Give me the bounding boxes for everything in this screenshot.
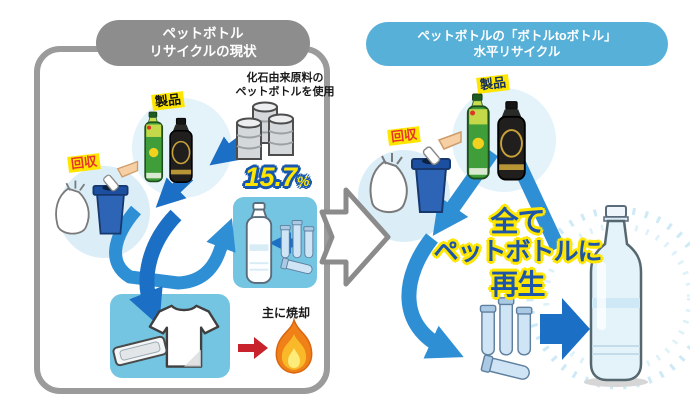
claim-line1: 全て [490, 206, 545, 237]
panel-transition-arrow [319, 187, 391, 287]
right-header-line1: ペットボトルの「ボトルtoボトル」 [417, 28, 617, 43]
preforms-icon-left [279, 220, 315, 276]
incineration-label: 主に焼却 [261, 306, 310, 320]
left-header-line2: リサイクルの現状 [149, 44, 257, 59]
oil-drums-icon [236, 101, 294, 160]
right-header-line2: 水平リサイクル [473, 45, 561, 59]
arrow-preforms-to-bottle [540, 298, 590, 360]
preforms-icon-right [479, 297, 533, 383]
loop-curve-to-preforms [401, 233, 464, 359]
left-panel-header: ペットボトル リサイクルの現状 [96, 20, 310, 66]
claim-line3: 再生 [490, 268, 545, 300]
fossil-note-line2: ペットボトルを使用 [235, 86, 335, 99]
claim-all-recycled: 全て ペットボトルに 再生 [415, 205, 620, 301]
arrow-to-downcycle [129, 209, 182, 327]
red-arrow-icon [238, 337, 268, 359]
left-header-line1: ペットボトル [162, 26, 244, 42]
fossil-note-line1: 化石由来原料の [246, 72, 324, 84]
flame-icon [275, 319, 313, 374]
recycle-rate-unit: % [297, 173, 310, 189]
recycle-rate-value: 15.7 [244, 162, 298, 192]
recycle-rate: 15.7% [231, 162, 323, 193]
fossil-material-note: 化石由来原料の ペットボトルを使用 [222, 71, 348, 100]
claim-line2: ペットボトルに [433, 238, 602, 267]
right-panel-header: ペットボトルの「ボトルtoボトル」 水平リサイクル [366, 22, 668, 66]
